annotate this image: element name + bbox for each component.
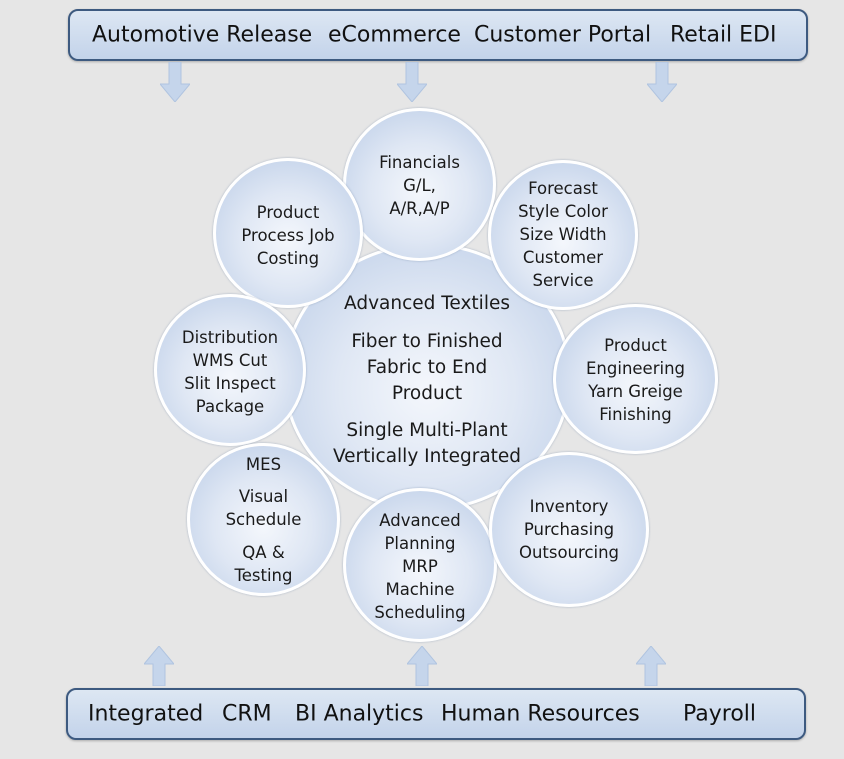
- center-line-4: Product: [391, 383, 463, 404]
- module-text: WMS Cut: [192, 351, 268, 370]
- module-text: Product: [604, 336, 667, 355]
- top-bar-item-customer-portal: Customer Portal: [474, 22, 652, 48]
- module-text: Yarn Greige: [588, 382, 683, 401]
- module-text: Size Width: [519, 225, 607, 244]
- bottom-bar-item-integrated: Integrated: [88, 701, 204, 727]
- module-text: MRP: [402, 557, 438, 576]
- module-text: Style Color: [518, 202, 608, 221]
- top-integration-bar: Automotive Release eCommerce Customer Po…: [68, 9, 808, 61]
- top-bar-item-automotive-release: Automotive Release: [92, 22, 313, 48]
- down-arrow-icon: [160, 62, 190, 102]
- module-text: Advanced: [379, 511, 461, 530]
- down-arrow-icon: [397, 62, 427, 102]
- module-text: Forecast: [528, 179, 598, 198]
- center-line-6: Vertically Integrated: [332, 446, 522, 467]
- module-mes-circle: MES Visual Schedule QA & Testing: [187, 443, 340, 596]
- module-engineering-circle: Product Engineering Yarn Greige Finishin…: [553, 304, 718, 454]
- module-text: Process Job: [241, 226, 335, 245]
- center-line-2: Fiber to Finished: [351, 331, 503, 352]
- module-text: Machine: [385, 580, 455, 599]
- module-text: Package: [195, 397, 265, 416]
- module-text: Scheduling: [374, 603, 466, 622]
- module-financials-circle: Financials G/L, A/R,A/P: [343, 108, 496, 261]
- up-arrow-icon: [636, 646, 666, 686]
- center-line-3: Fabric to End: [366, 357, 488, 378]
- module-text: Financials: [379, 153, 460, 172]
- module-text: Purchasing: [523, 520, 615, 539]
- bottom-bar-item-human-resources: Human Resources: [441, 701, 640, 727]
- module-text: Costing: [256, 249, 320, 268]
- module-text: Outsourcing: [518, 543, 620, 562]
- center-line-5: Single Multi-Plant: [346, 420, 508, 441]
- module-text: A/R,A/P: [389, 199, 450, 218]
- top-bar-item-retail-edi: Retail EDI: [670, 22, 777, 48]
- module-text: Visual: [238, 487, 289, 506]
- module-inventory-circle: Inventory Purchasing Outsourcing: [489, 452, 649, 607]
- module-text: Planning: [384, 534, 456, 553]
- bottom-integration-bar: Integrated CRM BI Analytics Human Resour…: [66, 688, 806, 740]
- top-bar-item-ecommerce: eCommerce: [328, 22, 461, 48]
- bottom-bar-item-payroll: Payroll: [683, 701, 757, 727]
- bottom-bar-item-crm: CRM: [222, 701, 272, 727]
- down-arrow-icon: [647, 62, 677, 102]
- module-text: Engineering: [586, 359, 685, 378]
- module-text: Distribution: [181, 328, 279, 347]
- module-text: Service: [532, 271, 594, 290]
- up-arrow-icon: [407, 646, 437, 686]
- center-line-1: Advanced Textiles: [344, 293, 510, 314]
- module-text: Schedule: [225, 510, 302, 529]
- module-costing-circle: Product Process Job Costing: [213, 158, 363, 308]
- module-distribution-circle: Distribution WMS Cut Slit Inspect Packag…: [154, 294, 306, 446]
- module-text: Product: [256, 203, 320, 222]
- module-forecast-circle: Forecast Style Color Size Width Customer…: [488, 160, 638, 310]
- module-text: MES: [245, 455, 282, 474]
- module-planning-circle: Advanced Planning MRP Machine Scheduling: [343, 488, 497, 642]
- module-text: G/L,: [403, 176, 436, 195]
- module-text: Inventory: [529, 497, 609, 516]
- up-arrow-icon: [144, 646, 174, 686]
- module-text: Testing: [234, 566, 293, 585]
- module-text: Finishing: [599, 405, 672, 424]
- module-text: Customer: [522, 248, 604, 267]
- module-text: Slit Inspect: [184, 374, 276, 393]
- module-text: QA &: [242, 543, 285, 562]
- bottom-bar-item-bi-analytics: BI Analytics: [295, 701, 424, 727]
